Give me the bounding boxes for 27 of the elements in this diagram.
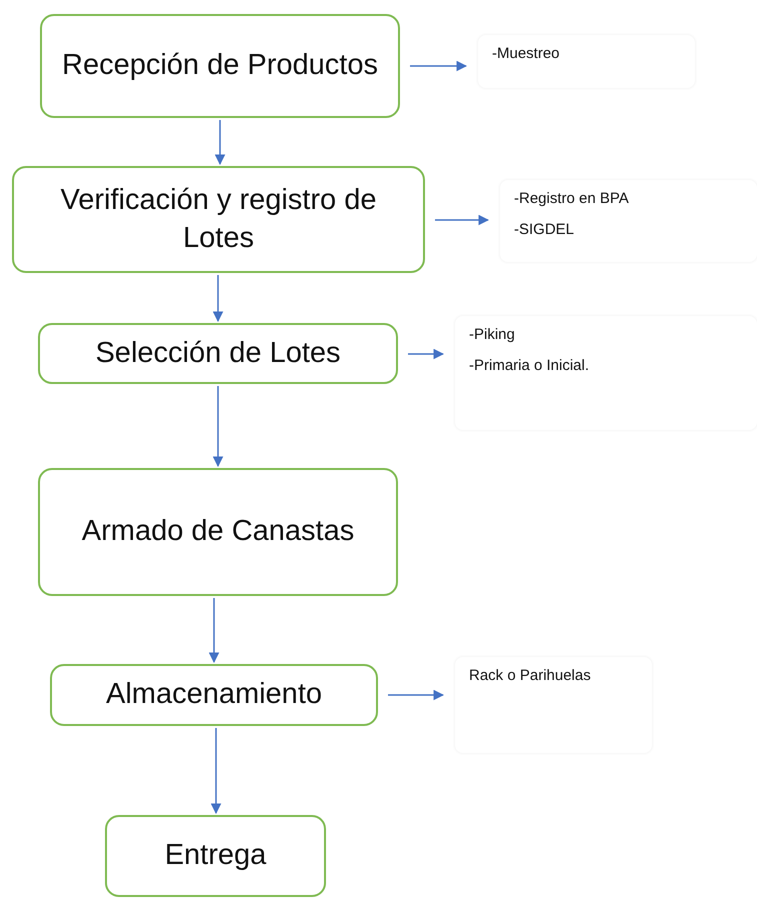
arrow [208, 598, 220, 664]
arrow [212, 275, 224, 322]
process-box [105, 815, 326, 897]
process-label: Selección de Lotes [95, 336, 341, 371]
process-box [38, 468, 398, 596]
note-text: -Primaria o Inicial. [469, 357, 590, 374]
arrow [435, 214, 490, 226]
arrow [212, 386, 224, 468]
arrow [410, 60, 468, 72]
process-box [50, 664, 378, 726]
process-label: Armado de Canastas [82, 514, 354, 550]
note-text: -Muestreo [492, 45, 561, 62]
note-text: -Registro en BPA [514, 190, 630, 207]
process-box [38, 323, 398, 384]
arrow [214, 120, 226, 166]
note-text: Rack o Parihuelas [469, 667, 592, 684]
process-box [12, 166, 425, 273]
note-text: -SIGDEL [514, 221, 576, 238]
process-box [40, 14, 400, 118]
process-label: Verificación y registro de Lotes [60, 182, 378, 256]
arrow [388, 690, 444, 700]
process-label: Recepción de Productos [62, 48, 378, 84]
arrow [408, 348, 444, 360]
process-label: Entrega [164, 838, 266, 874]
note-text: -Piking [469, 326, 516, 343]
arrow [210, 728, 222, 814]
process-label: Almacenamiento [106, 677, 322, 712]
